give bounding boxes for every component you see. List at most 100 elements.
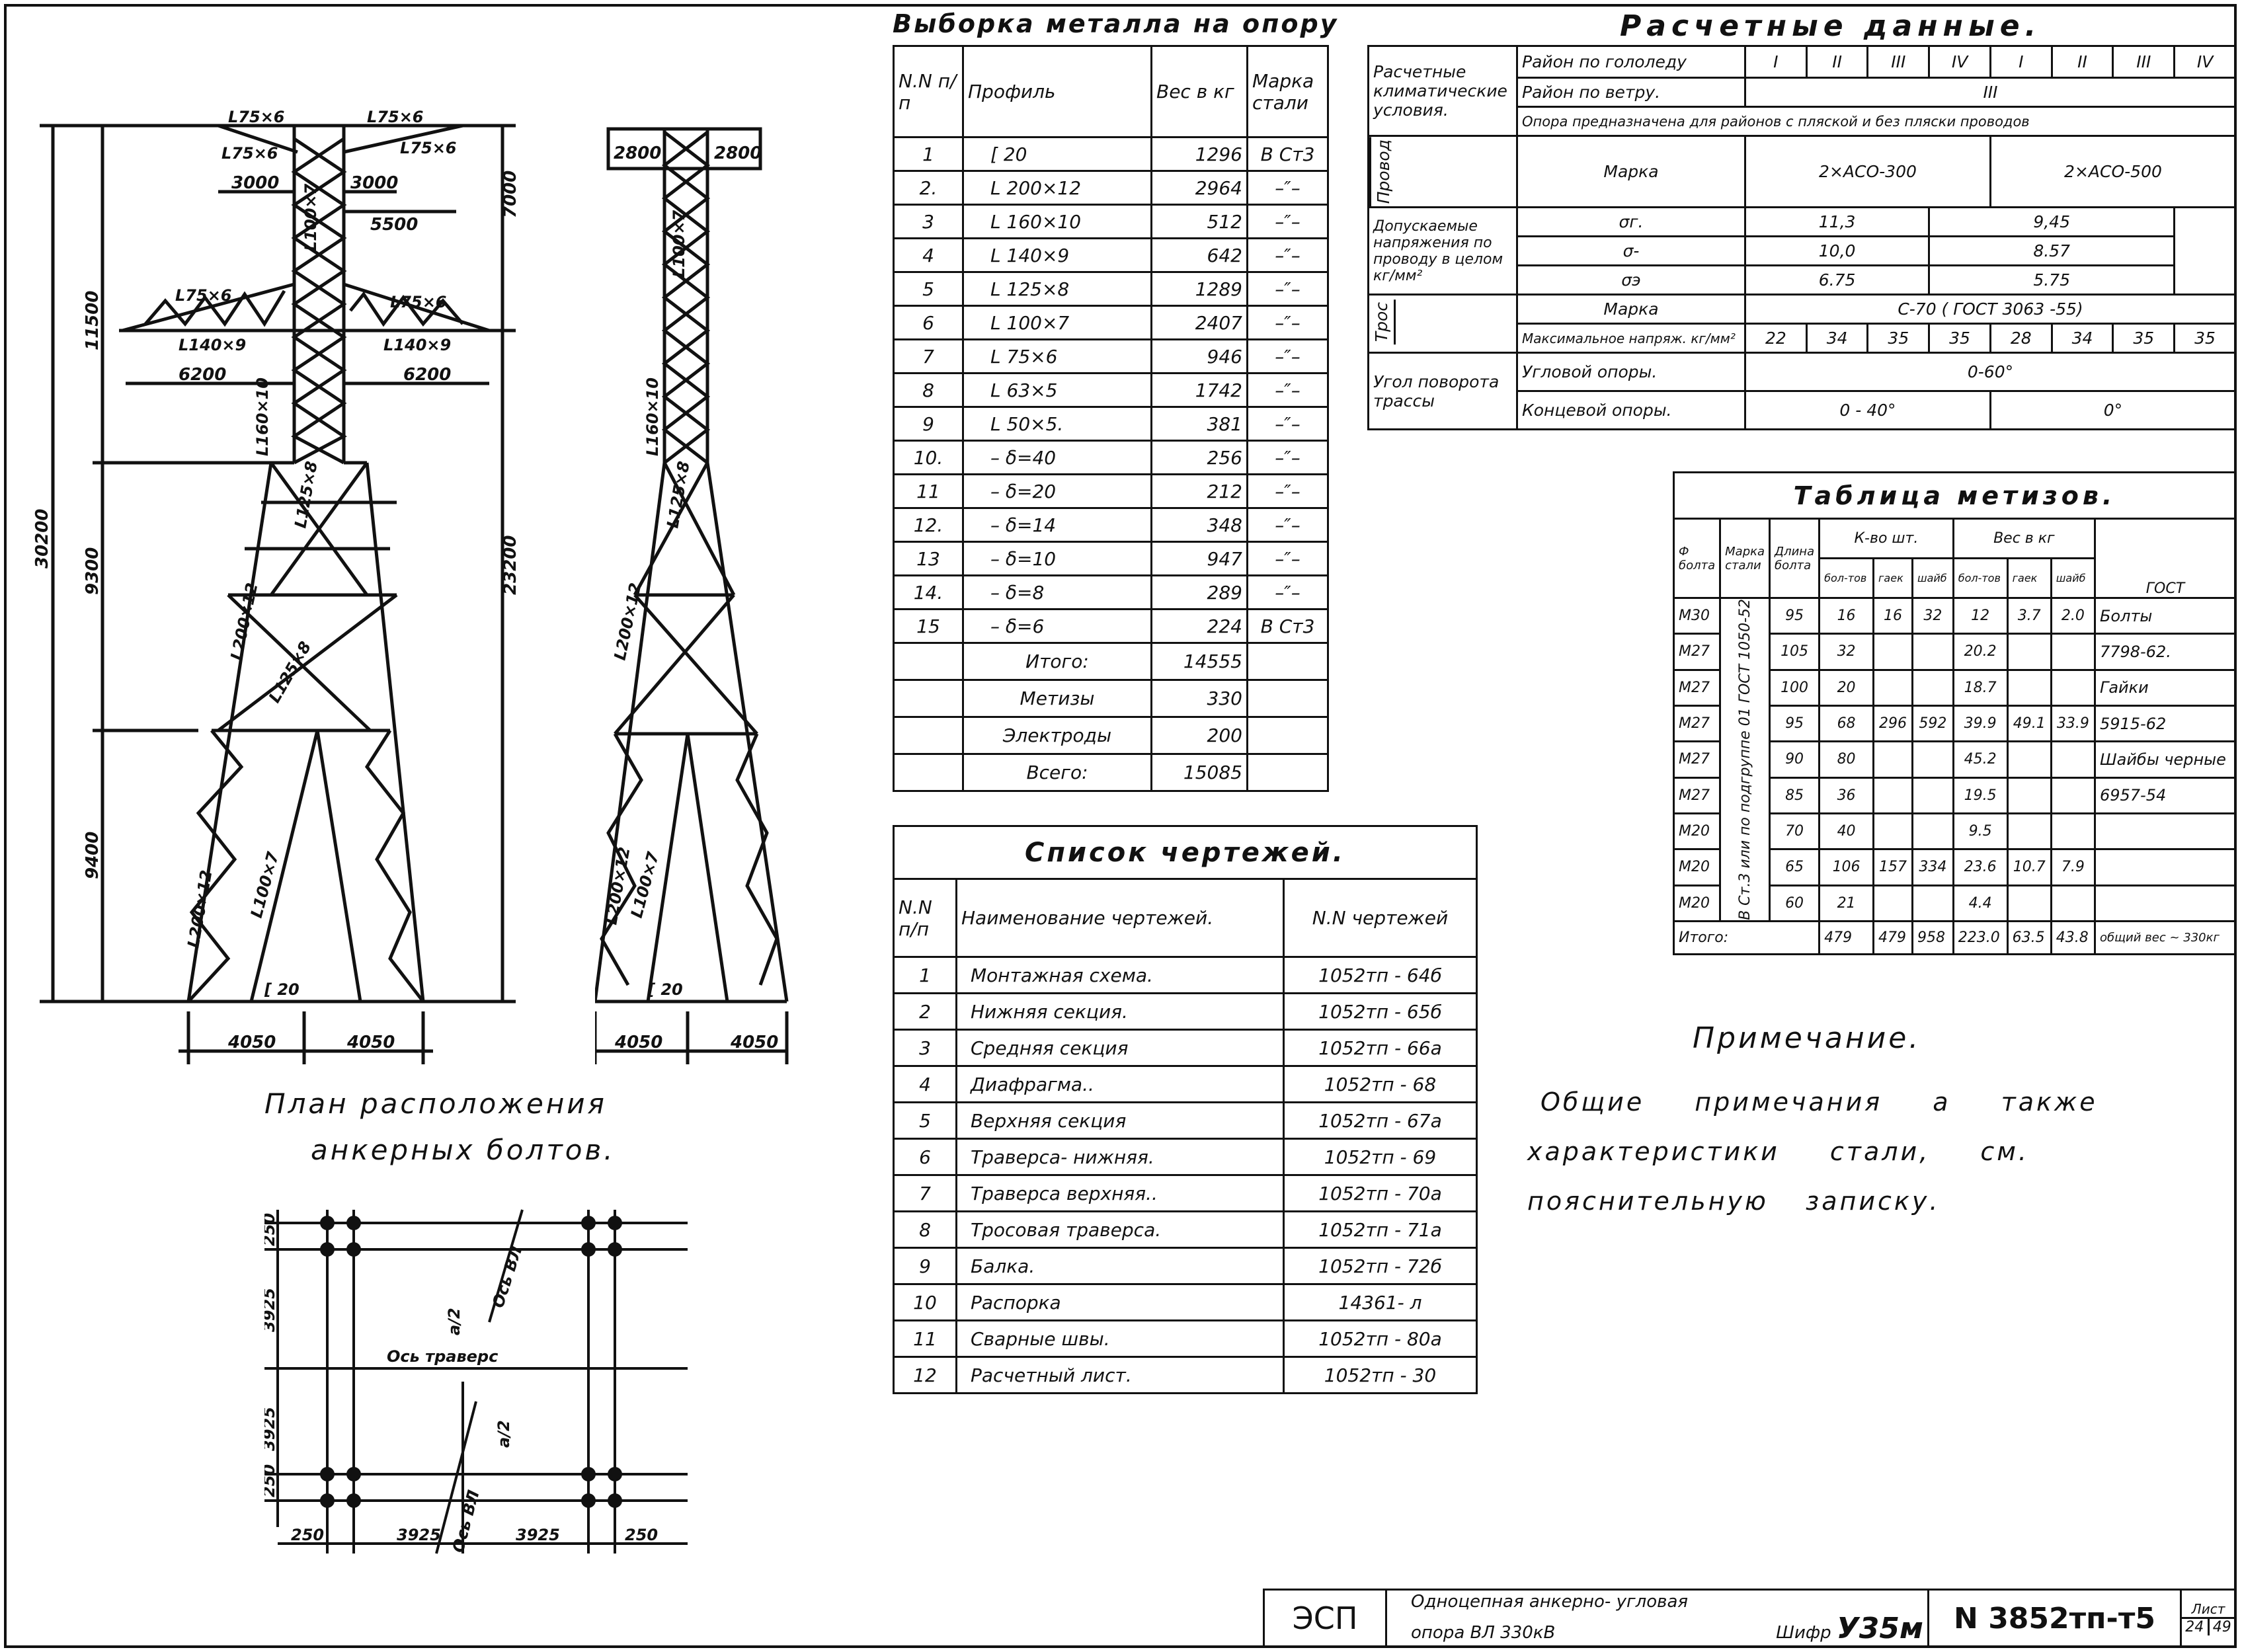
metal-profile: – δ=20 (962, 473, 1152, 509)
hw-val: 40 (1818, 812, 1875, 851)
stamp-sheet-label: Лист (2182, 1601, 2234, 1619)
hw-gost-empty (2093, 812, 2237, 851)
metal-num: 3 (893, 204, 964, 239)
metal-table-title: Выборка металла на опору (893, 9, 1339, 38)
drawing-no: 1052тп - 68 (1283, 1065, 1478, 1103)
calc-wind-label: Район по ветру. (1516, 77, 1746, 108)
drawings-h-name: Наименование чертежей. (955, 878, 1285, 958)
metal-total-row: Всего:15085 (893, 753, 1329, 792)
calc-ice-2: III (1866, 45, 1931, 79)
metal-total-value: 14555 (1150, 642, 1248, 681)
metal-num: 2. (893, 170, 964, 206)
dim-top-section: 11500 (83, 291, 102, 350)
drawing-name: Расчетный лист. (955, 1356, 1285, 1394)
hw-h-steel: Марка стали (1719, 518, 1771, 599)
metal-weight: 1742 (1150, 372, 1248, 408)
side-label-top: L100×7 (670, 210, 688, 278)
hw-h-w-washers: шайб (2050, 557, 2096, 599)
metal-total-empty (1246, 753, 1329, 792)
metal-profile: – δ=40 (962, 440, 1152, 475)
hw-val: 85 (1769, 776, 1821, 814)
calc-climatic-label: Расчетные климатические условия. (1367, 45, 1518, 137)
hw-val: 106 (1818, 848, 1875, 886)
dim-base-r: 4050 (346, 1033, 395, 1052)
metal-total-row: Итого:14555 (893, 642, 1329, 681)
calc-cable-label: Трос (1370, 299, 1396, 344)
hw-total-2: 958 (1911, 920, 1954, 955)
hardware-title: Таблица метизов. (1673, 471, 2237, 520)
hw-val: 80 (1818, 740, 1875, 779)
label-arm-r: L140×9 (383, 336, 451, 354)
metal-profile: – δ=10 (962, 541, 1152, 576)
metal-h-profile: Профиль (962, 45, 1152, 138)
bolt-plan-title-1: План расположения (264, 1087, 607, 1120)
stress-symbol: σг. (1516, 206, 1746, 238)
label-arm-l: L140×9 (179, 336, 246, 354)
angle-top: a/2 (445, 1308, 463, 1335)
hw-val (1872, 812, 1913, 851)
calc-wire-label: Провод (1370, 138, 1396, 206)
notes-line-1: Общие примечания а также (1541, 1087, 2098, 1117)
hw-h-w-bolts: бол-тов (1952, 557, 2009, 599)
drawing-name: Сварные швы. (955, 1319, 1285, 1358)
metal-steel: –″– (1246, 507, 1329, 543)
hw-val: 33.9 (2050, 704, 2096, 743)
stamp-desc: Одноцепная анкерно- угловая опора ВЛ 330… (1385, 1589, 1929, 1648)
drawing-name: Траверса верхняя.. (955, 1174, 1285, 1212)
calc-brand-label: Марка (1516, 134, 1746, 209)
metal-weight: 946 (1150, 338, 1248, 374)
metal-profile: L 75×6 (962, 338, 1152, 374)
metal-profile: [ 20 (962, 136, 1152, 172)
drawing-no: 1052тп - 30 (1283, 1356, 1478, 1394)
drawing-name: Нижняя секция. (955, 992, 1285, 1031)
label-top-left: L75×6 (228, 108, 285, 126)
hw-val (2006, 633, 2052, 671)
hw-total-label: Итого: (1672, 920, 1821, 955)
hw-val: 32 (1911, 596, 1954, 635)
drawing-no: 1052тп - 80а (1283, 1319, 1478, 1358)
hw-val: 36 (1818, 776, 1875, 814)
drawing-num: 1 (893, 956, 957, 994)
calc-ice-label: Район по гололеду (1516, 45, 1746, 79)
hw-val: 19.5 (1952, 776, 2009, 814)
hw-val (1872, 633, 1913, 671)
calc-cable-brand-label: Марка (1516, 294, 1746, 325)
hw-val (1872, 740, 1913, 779)
bolt-dim-250-bot: 250 (264, 1464, 278, 1497)
metal-weight: 289 (1150, 574, 1248, 610)
hw-h-gost: ГОСТ (2093, 518, 2237, 599)
hw-diam: М20 (1672, 884, 1722, 922)
metal-steel: –″– (1246, 440, 1329, 475)
calc-cable-brand: С-70 ( ГОСТ 3063 -55) (1744, 294, 2237, 325)
hw-val (2050, 740, 2096, 779)
hw-val: 68 (1818, 704, 1875, 743)
hw-h-count-bolts: бол-тов (1818, 557, 1875, 599)
hw-val (1872, 884, 1913, 922)
metal-weight: 2964 (1150, 170, 1248, 206)
metal-total-value: 330 (1150, 679, 1248, 718)
bolt-bottom-3925-r: 3925 (516, 1526, 560, 1544)
calc-table: Расчетные климатические условия. Район п… (1367, 45, 2237, 431)
metal-total-empty (893, 716, 964, 755)
label-base-channel: [ 20 (264, 980, 300, 999)
hw-val: 3.7 (2006, 596, 2052, 635)
hw-val: 18.7 (1952, 668, 2009, 707)
metal-steel: B Cт3 (1246, 608, 1329, 644)
metal-num: 1 (893, 136, 964, 172)
calc-angle-label: Угол поворота трассы (1367, 352, 1518, 431)
drawing-name: Распорка (955, 1283, 1285, 1321)
hw-val: 157 (1872, 848, 1913, 886)
hw-val (1872, 776, 1913, 814)
metal-num: 15 (893, 608, 964, 644)
hw-val: 2.0 (2050, 596, 2096, 635)
hw-val: 12 (1952, 596, 2009, 635)
metal-profile: L 100×7 (962, 305, 1152, 340)
